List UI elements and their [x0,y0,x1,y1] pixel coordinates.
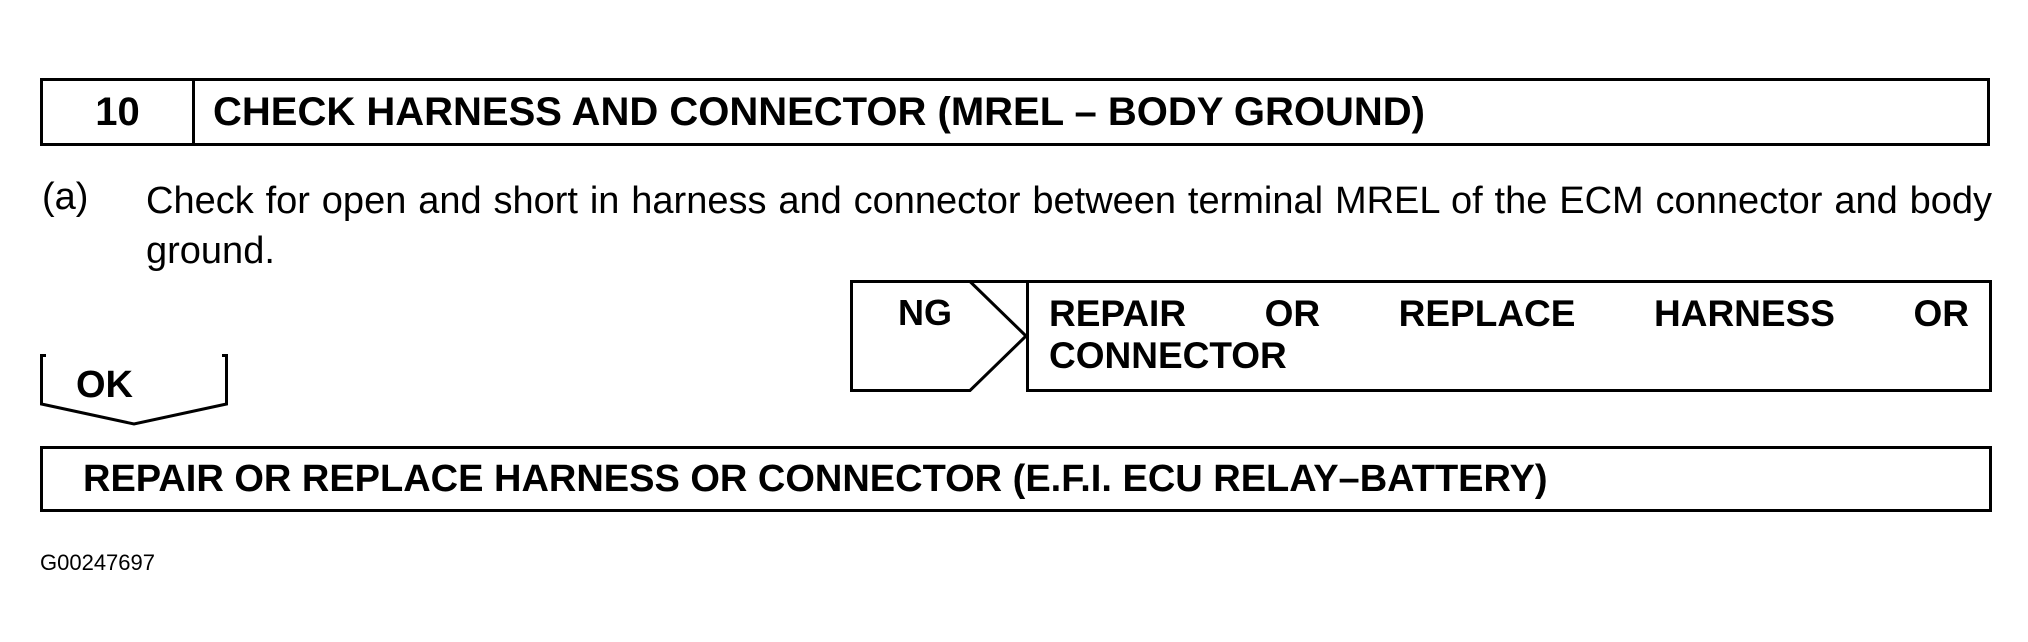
ng-result-word: REPAIR [1049,293,1187,334]
instruction-label: (a) [42,176,89,218]
ng-result-word: REPLACE [1398,293,1576,334]
ng-result-word: OR [1264,293,1321,334]
step-title: CHECK HARNESS AND CONNECTOR (MREL – BODY… [213,89,1425,134]
ng-result-word: OR [1913,293,1969,334]
step-number: 10 [43,81,195,143]
figure-id: G00247697 [40,550,155,575]
final-action-box: REPAIR OR REPLACE HARNESS OR CONNECTOR (… [40,446,1992,512]
ok-label: OK [76,364,133,406]
ok-arrow-shape [40,354,228,426]
ng-result-word: HARNESS [1654,293,1835,334]
instruction-text: Check for open and short in harness and … [146,180,1992,272]
step-header: 10 CHECK HARNESS AND CONNECTOR (MREL – B… [40,78,1990,146]
ng-arrow-shape [850,280,1029,392]
ng-label: NG [898,292,952,333]
ng-result-line-2: CONNECTOR [1049,335,1287,376]
ng-result-box: REPAIR OR REPLACE HARNESS OR CONNECTOR [1026,280,1992,392]
ng-result-line-1: REPAIR OR REPLACE HARNESS OR [1049,293,1969,335]
